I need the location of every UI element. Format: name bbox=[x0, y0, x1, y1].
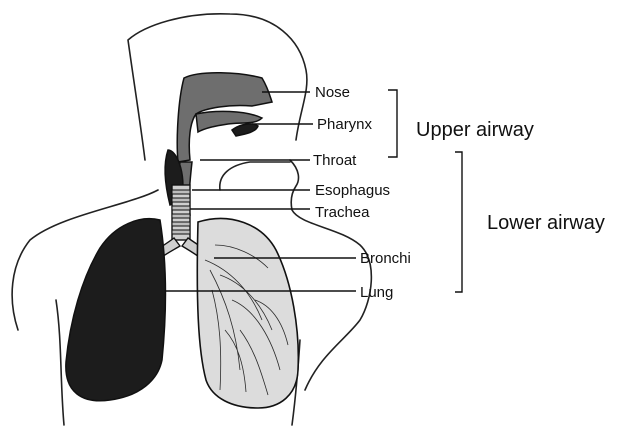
trachea-shape bbox=[172, 185, 190, 240]
right-lung-shape bbox=[197, 218, 298, 408]
label-esophagus: Esophagus bbox=[315, 182, 390, 199]
label-trachea: Trachea bbox=[315, 204, 370, 221]
label-nose: Nose bbox=[315, 84, 350, 101]
label-pharynx: Pharynx bbox=[317, 116, 373, 133]
label-throat: Throat bbox=[313, 152, 357, 169]
upper-airway-label: Upper airway bbox=[416, 119, 534, 141]
left-lung-shape bbox=[66, 219, 166, 401]
upper-airway-bracket bbox=[388, 90, 397, 157]
label-lung: Lung bbox=[360, 284, 393, 301]
lower-airway-bracket bbox=[455, 152, 462, 292]
label-bronchi: Bronchi bbox=[360, 250, 411, 267]
lower-airway-label: Lower airway bbox=[487, 212, 605, 234]
